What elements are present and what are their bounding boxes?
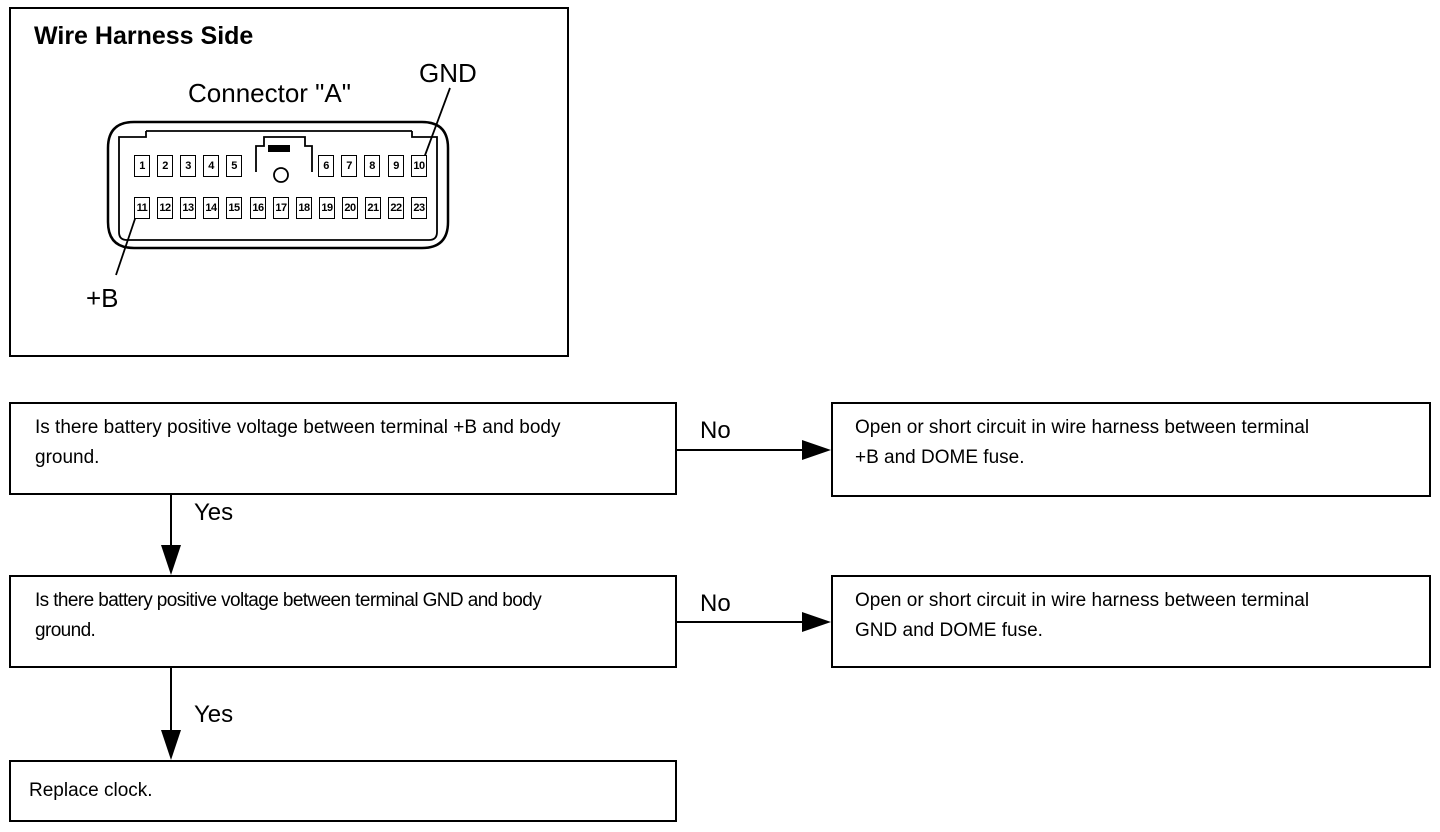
pin-6: 6	[318, 155, 334, 177]
result-2-box: Open or short circuit in wire harness be…	[831, 575, 1431, 668]
connector-housing	[106, 120, 450, 250]
pin-22: 22	[388, 197, 404, 219]
pin-19: 19	[319, 197, 335, 219]
connector-latch	[268, 145, 290, 152]
pin-1: 1	[134, 155, 150, 177]
connector-hole	[273, 167, 289, 183]
connector-inner-outline	[118, 131, 438, 241]
yes2-arrowhead	[161, 730, 181, 760]
no-label-2: No	[700, 590, 731, 617]
question-1-line2: ground.	[35, 447, 100, 468]
connector-name: Connector "A"	[188, 78, 351, 108]
result-1-box: Open or short circuit in wire harness be…	[831, 402, 1431, 497]
pin-9: 9	[388, 155, 404, 177]
result-2-line1: Open or short circuit in wire harness be…	[855, 590, 1310, 611]
question-2-box: Is there battery positive voltage betwee…	[9, 575, 677, 668]
pin-8: 8	[364, 155, 380, 177]
pin-13: 13	[180, 197, 196, 219]
no2-arrowhead	[802, 612, 831, 632]
yes-label-2: Yes	[194, 701, 234, 728]
pin-21: 21	[365, 197, 381, 219]
pin-16: 16	[250, 197, 266, 219]
final-action-box: Replace clock.	[9, 760, 677, 822]
pin-5: 5	[226, 155, 242, 177]
pin-10: 10	[411, 155, 427, 177]
question-2-line1: Is there battery positive voltage betwee…	[35, 590, 542, 611]
pin-7: 7	[341, 155, 357, 177]
pin-15: 15	[226, 197, 242, 219]
pin-3: 3	[180, 155, 196, 177]
no1-arrowhead	[802, 440, 831, 460]
result-1-line1: Open or short circuit in wire harness be…	[855, 417, 1310, 438]
question-1-box: Is there battery positive voltage betwee…	[9, 402, 677, 495]
pin-23: 23	[411, 197, 427, 219]
pin-11: 11	[134, 197, 150, 219]
no-label-1: No	[700, 417, 731, 444]
pin-12: 12	[157, 197, 173, 219]
result-2-line2: GND and DOME fuse.	[855, 620, 1043, 641]
pin-20: 20	[342, 197, 358, 219]
yes-label-1: Yes	[194, 499, 234, 526]
pin-14: 14	[203, 197, 219, 219]
pin-18: 18	[296, 197, 312, 219]
gnd-pointer-line	[423, 87, 451, 159]
pin-17: 17	[273, 197, 289, 219]
question-2-line2: ground.	[35, 620, 96, 641]
result-1-line2: +B and DOME fuse.	[855, 447, 1025, 468]
gnd-label: GND	[419, 58, 477, 88]
plusb-pointer-line	[115, 209, 139, 276]
panel-title: Wire Harness Side	[34, 22, 254, 50]
pin-2: 2	[157, 155, 173, 177]
yes1-arrowhead	[161, 545, 181, 575]
pin-4: 4	[203, 155, 219, 177]
connector-panel	[9, 7, 569, 357]
connector-key	[255, 136, 313, 172]
plusb-label: +B	[86, 283, 119, 313]
question-1-line1: Is there battery positive voltage betwee…	[35, 417, 561, 438]
final-action-text: Replace clock.	[29, 780, 153, 801]
